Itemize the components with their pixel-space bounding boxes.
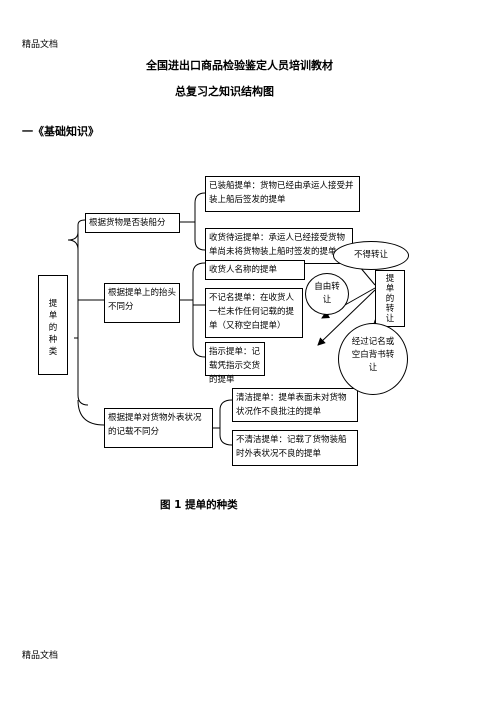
leaf-received-bill: 收货待运提单：承运人已经接受货物单尚未将货物装上船时签发的提单 <box>205 228 353 264</box>
leaf-blank-bill: 不记名提单：在收货人一栏未作任何记载的提单（又称空白提单） <box>205 288 303 338</box>
figure-caption: 图 1 提单的种类 <box>160 499 238 511</box>
root-node-bill-types: 提单的种类 <box>38 275 68 375</box>
leaf-straight-bill: 收货人名称的提单 <box>205 260 305 280</box>
section-heading: 一《基础知识》 <box>22 125 99 138</box>
oval-endorsement-transfer: 经过记名或空白背书转让 <box>338 323 408 395</box>
branch-by-shipment: 根据货物是否装船分 <box>85 213 180 233</box>
oval-free-transfer: 自由转让 <box>305 273 349 315</box>
leaf-clean-bill: 清洁提单：提单表面未对货物状况作不良批注的提单 <box>232 388 358 422</box>
leaf-foul-bill: 不清洁提单：记载了货物装船时外表状况不良的提单 <box>232 430 358 466</box>
transfer-node: 提单的转让 <box>375 270 405 327</box>
oval-non-transferable: 不得转让 <box>333 241 409 270</box>
header-watermark: 精品文档 <box>22 40 59 50</box>
footer-watermark: 精品文档 <box>22 651 59 661</box>
branch-by-condition: 根据提单对货物外表状况的记载不同分 <box>104 408 213 448</box>
leaf-order-bill: 指示提单：记载凭指示交货的提单 <box>205 342 265 385</box>
document-title: 全国进出口商品检验鉴定人员培训教材 <box>146 59 333 72</box>
document-subtitle: 总复习之知识结构图 <box>175 85 274 98</box>
branch-by-consignee: 根据提单上的抬头不同分 <box>104 283 180 323</box>
leaf-shipped-bill: 已装船提单：货物已经由承运人接受并装上船后签发的提单 <box>205 176 360 212</box>
